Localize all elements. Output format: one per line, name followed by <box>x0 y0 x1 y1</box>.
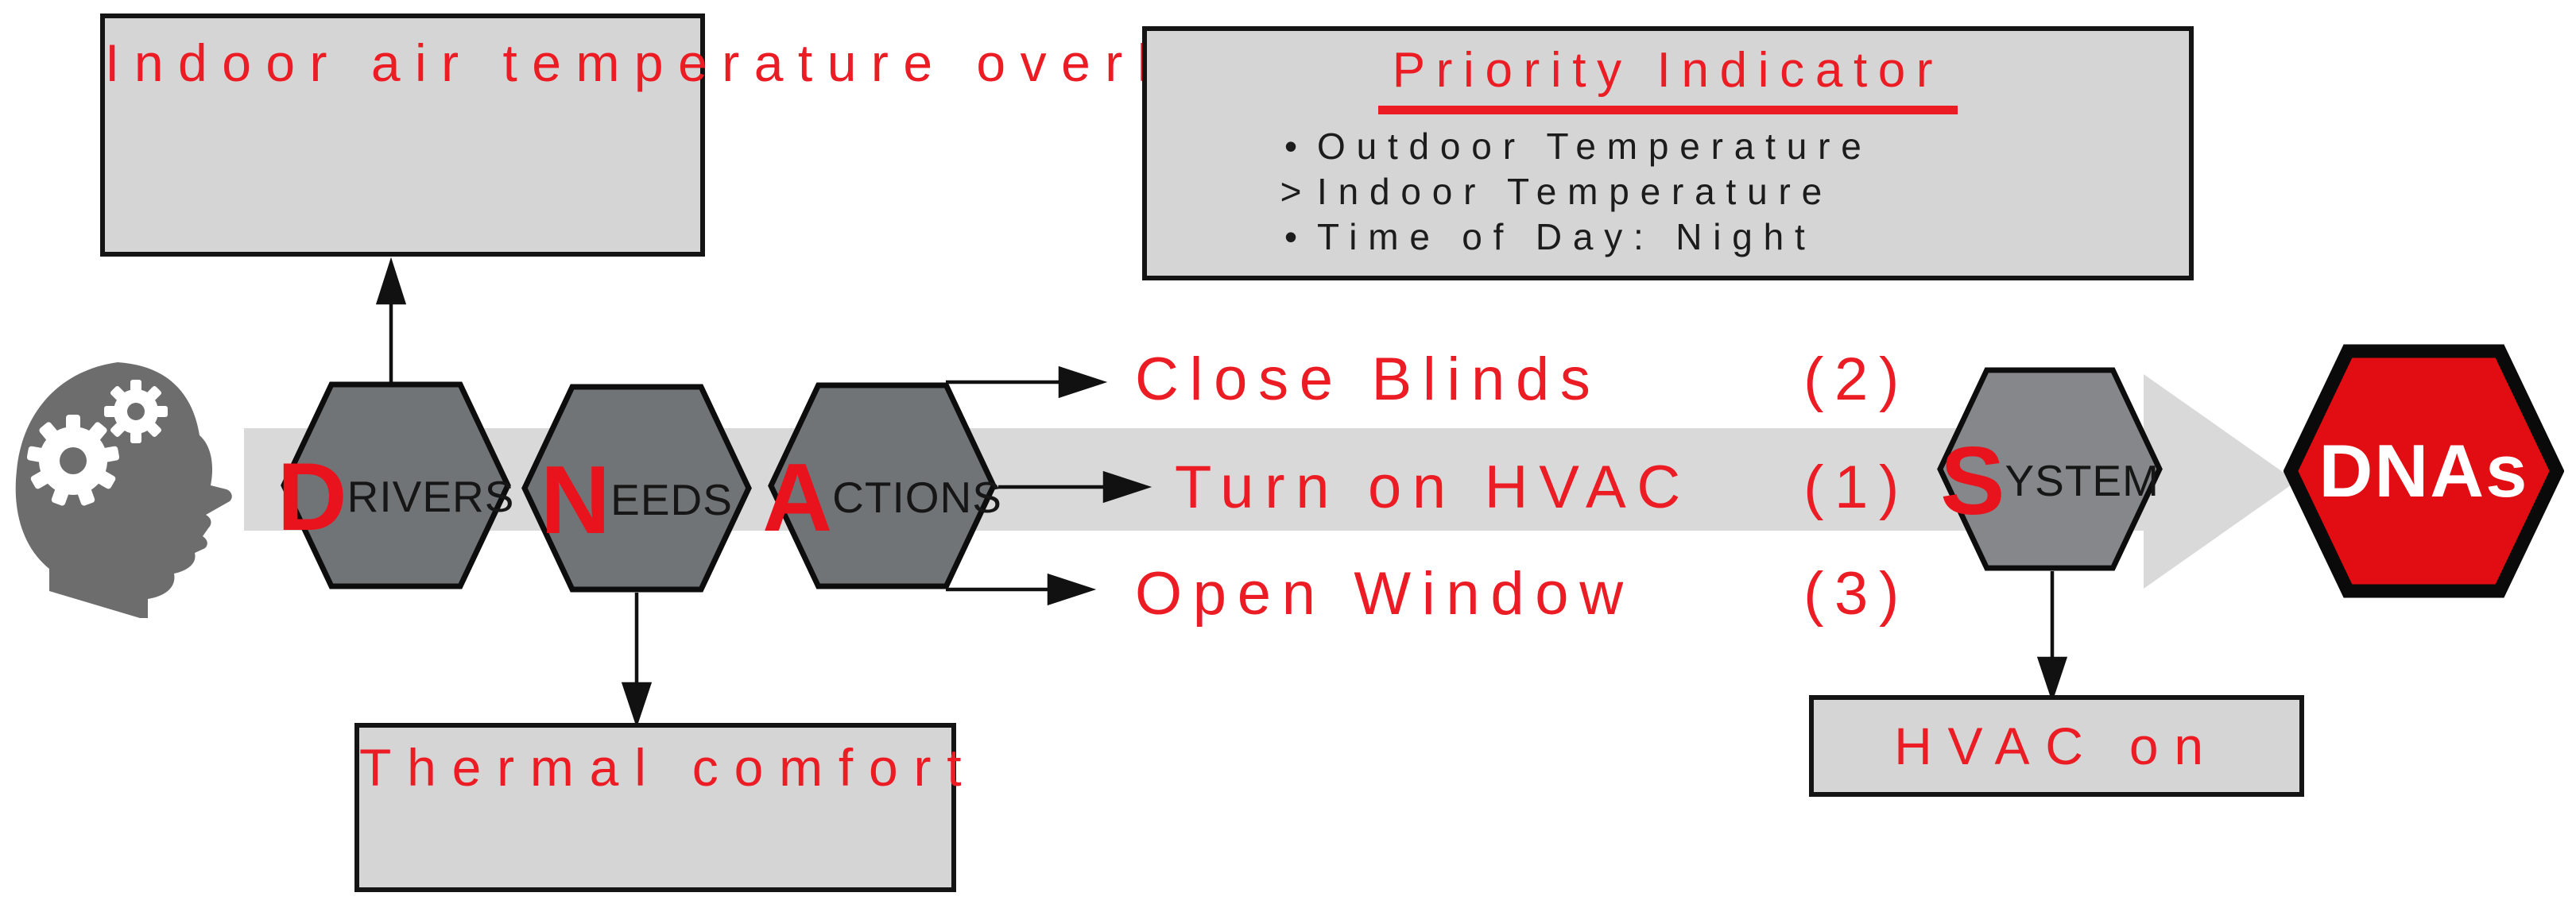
arrowhead-right-icon <box>1102 470 1152 504</box>
arrowhead-right-icon <box>1058 365 1108 399</box>
need-box-line: Thermal <box>359 738 662 797</box>
dna-badge-label: DNAs <box>2318 429 2529 512</box>
action-label: Close Blinds <box>1135 345 1602 413</box>
hexagon-shape <box>281 381 511 589</box>
action-label: Open Window <box>1135 559 1634 628</box>
action-priority: (3) <box>1803 559 1910 628</box>
priority-indicator-box: Priority Indicator • Outdoor Temperature … <box>1142 26 2194 280</box>
dna-badge: DNAs <box>2284 344 2564 598</box>
connector-arrows <box>375 257 2068 728</box>
system-output-label: HVAC on <box>1894 717 2219 775</box>
need-description-box: Thermal comfort <box>354 723 962 892</box>
arrowhead-down-icon <box>2036 656 2068 703</box>
priority-indicator-bullets: • Outdoor Temperature > Indoor Temperature… <box>1147 124 2189 260</box>
hexagon-shape <box>521 384 752 593</box>
hexagon-initial: S <box>1940 426 2005 535</box>
driver-box-line: temperature <box>502 33 947 92</box>
hexagon-initial: A <box>762 442 833 551</box>
bullet-row: • Time of Day: Night <box>1265 214 2189 260</box>
hexagon-rest: YSTEM <box>2005 455 2160 505</box>
bullet-row: > Indoor Temperature <box>1265 169 2189 214</box>
bullet-text: Indoor Temperature <box>1317 171 1834 212</box>
hexagon-rest: EEDS <box>610 474 733 524</box>
need-box-line: comfort <box>691 738 978 797</box>
gear-icon <box>104 380 168 443</box>
action-priority: (2) <box>1803 345 1910 413</box>
bullet-icon: • <box>1284 216 1298 257</box>
thinking-head-gears-icon <box>15 362 232 618</box>
bullet-text: Outdoor Temperature <box>1317 126 1873 167</box>
hexagon-rest: RIVERS <box>347 472 515 521</box>
action-priority: (1) <box>1803 453 1910 521</box>
hexagon-shape <box>1937 367 2163 571</box>
action-item-turn-on-hvac: Turn on HVAC (1) <box>1175 453 1910 521</box>
priority-indicator-title: Priority Indicator <box>1377 42 1958 114</box>
arrowhead-up-icon <box>375 257 407 305</box>
action-label: Turn on HVAC <box>1175 453 1691 521</box>
system-output-box: HVAC on <box>1809 695 2304 797</box>
arrowhead-down-icon <box>621 682 653 728</box>
hexagon-rest: CTIONS <box>832 472 1002 522</box>
action-item-close-blinds: Close Blinds (2) <box>1135 345 1910 413</box>
bullet-text: Time of Day: Night <box>1317 216 1816 257</box>
bullet-row: • Outdoor Temperature <box>1265 124 2189 169</box>
hexagon-initial: N <box>540 445 611 554</box>
hexagon-shape <box>768 382 997 589</box>
bullet-icon: • <box>1284 126 1298 167</box>
dna-hexagon-shape <box>2284 344 2564 598</box>
action-item-open-window: Open Window (3) <box>1135 559 1910 628</box>
driver-description-box: Indoor air temperature overheating <box>100 14 1397 257</box>
gear-icon <box>26 415 120 506</box>
gt-prefix: > <box>1280 171 1302 212</box>
driver-box-line: Indoor air <box>105 33 474 92</box>
arrowhead-right-icon <box>1047 573 1097 606</box>
hexagon-initial: D <box>277 442 347 551</box>
